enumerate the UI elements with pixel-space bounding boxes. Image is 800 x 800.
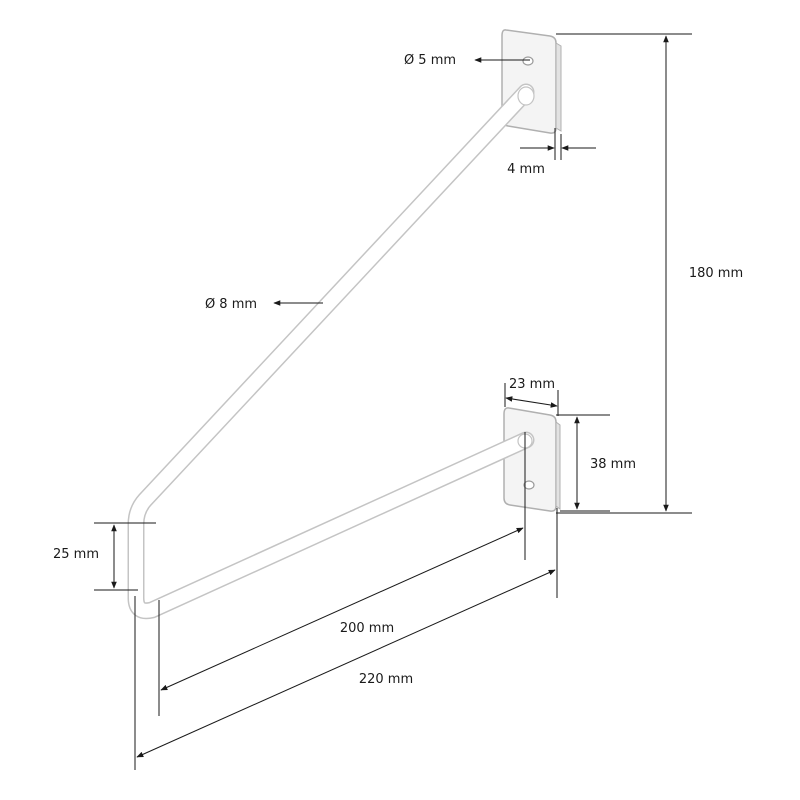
bottom-screw-hole — [523, 480, 535, 490]
bend-height-label: 25 mm — [53, 547, 99, 562]
plate-width-dimension — [505, 396, 558, 408]
dimension-lines — [94, 33, 692, 770]
total-height-label: 180 mm — [689, 266, 743, 281]
bracket-rod — [127, 83, 535, 620]
top-screw-hole — [522, 56, 534, 66]
rod-diameter-label: Ø 8 mm — [205, 297, 257, 312]
dimension-labels: Ø 5 mm 4 mm Ø 8 mm 180 mm 23 mm 38 mm 25… — [53, 53, 743, 687]
hole-diameter-label: Ø 5 mm — [404, 53, 456, 68]
outer-length-dimension — [136, 569, 556, 758]
bottom-mounting-plate — [503, 407, 561, 512]
plate-height-label: 38 mm — [590, 457, 636, 472]
plate-width-label: 23 mm — [509, 377, 555, 392]
inner-length-label: 200 mm — [340, 621, 394, 636]
bracket-illustration — [127, 29, 562, 620]
outer-length-label: 220 mm — [359, 672, 413, 687]
plate-thickness-label: 4 mm — [507, 162, 545, 177]
